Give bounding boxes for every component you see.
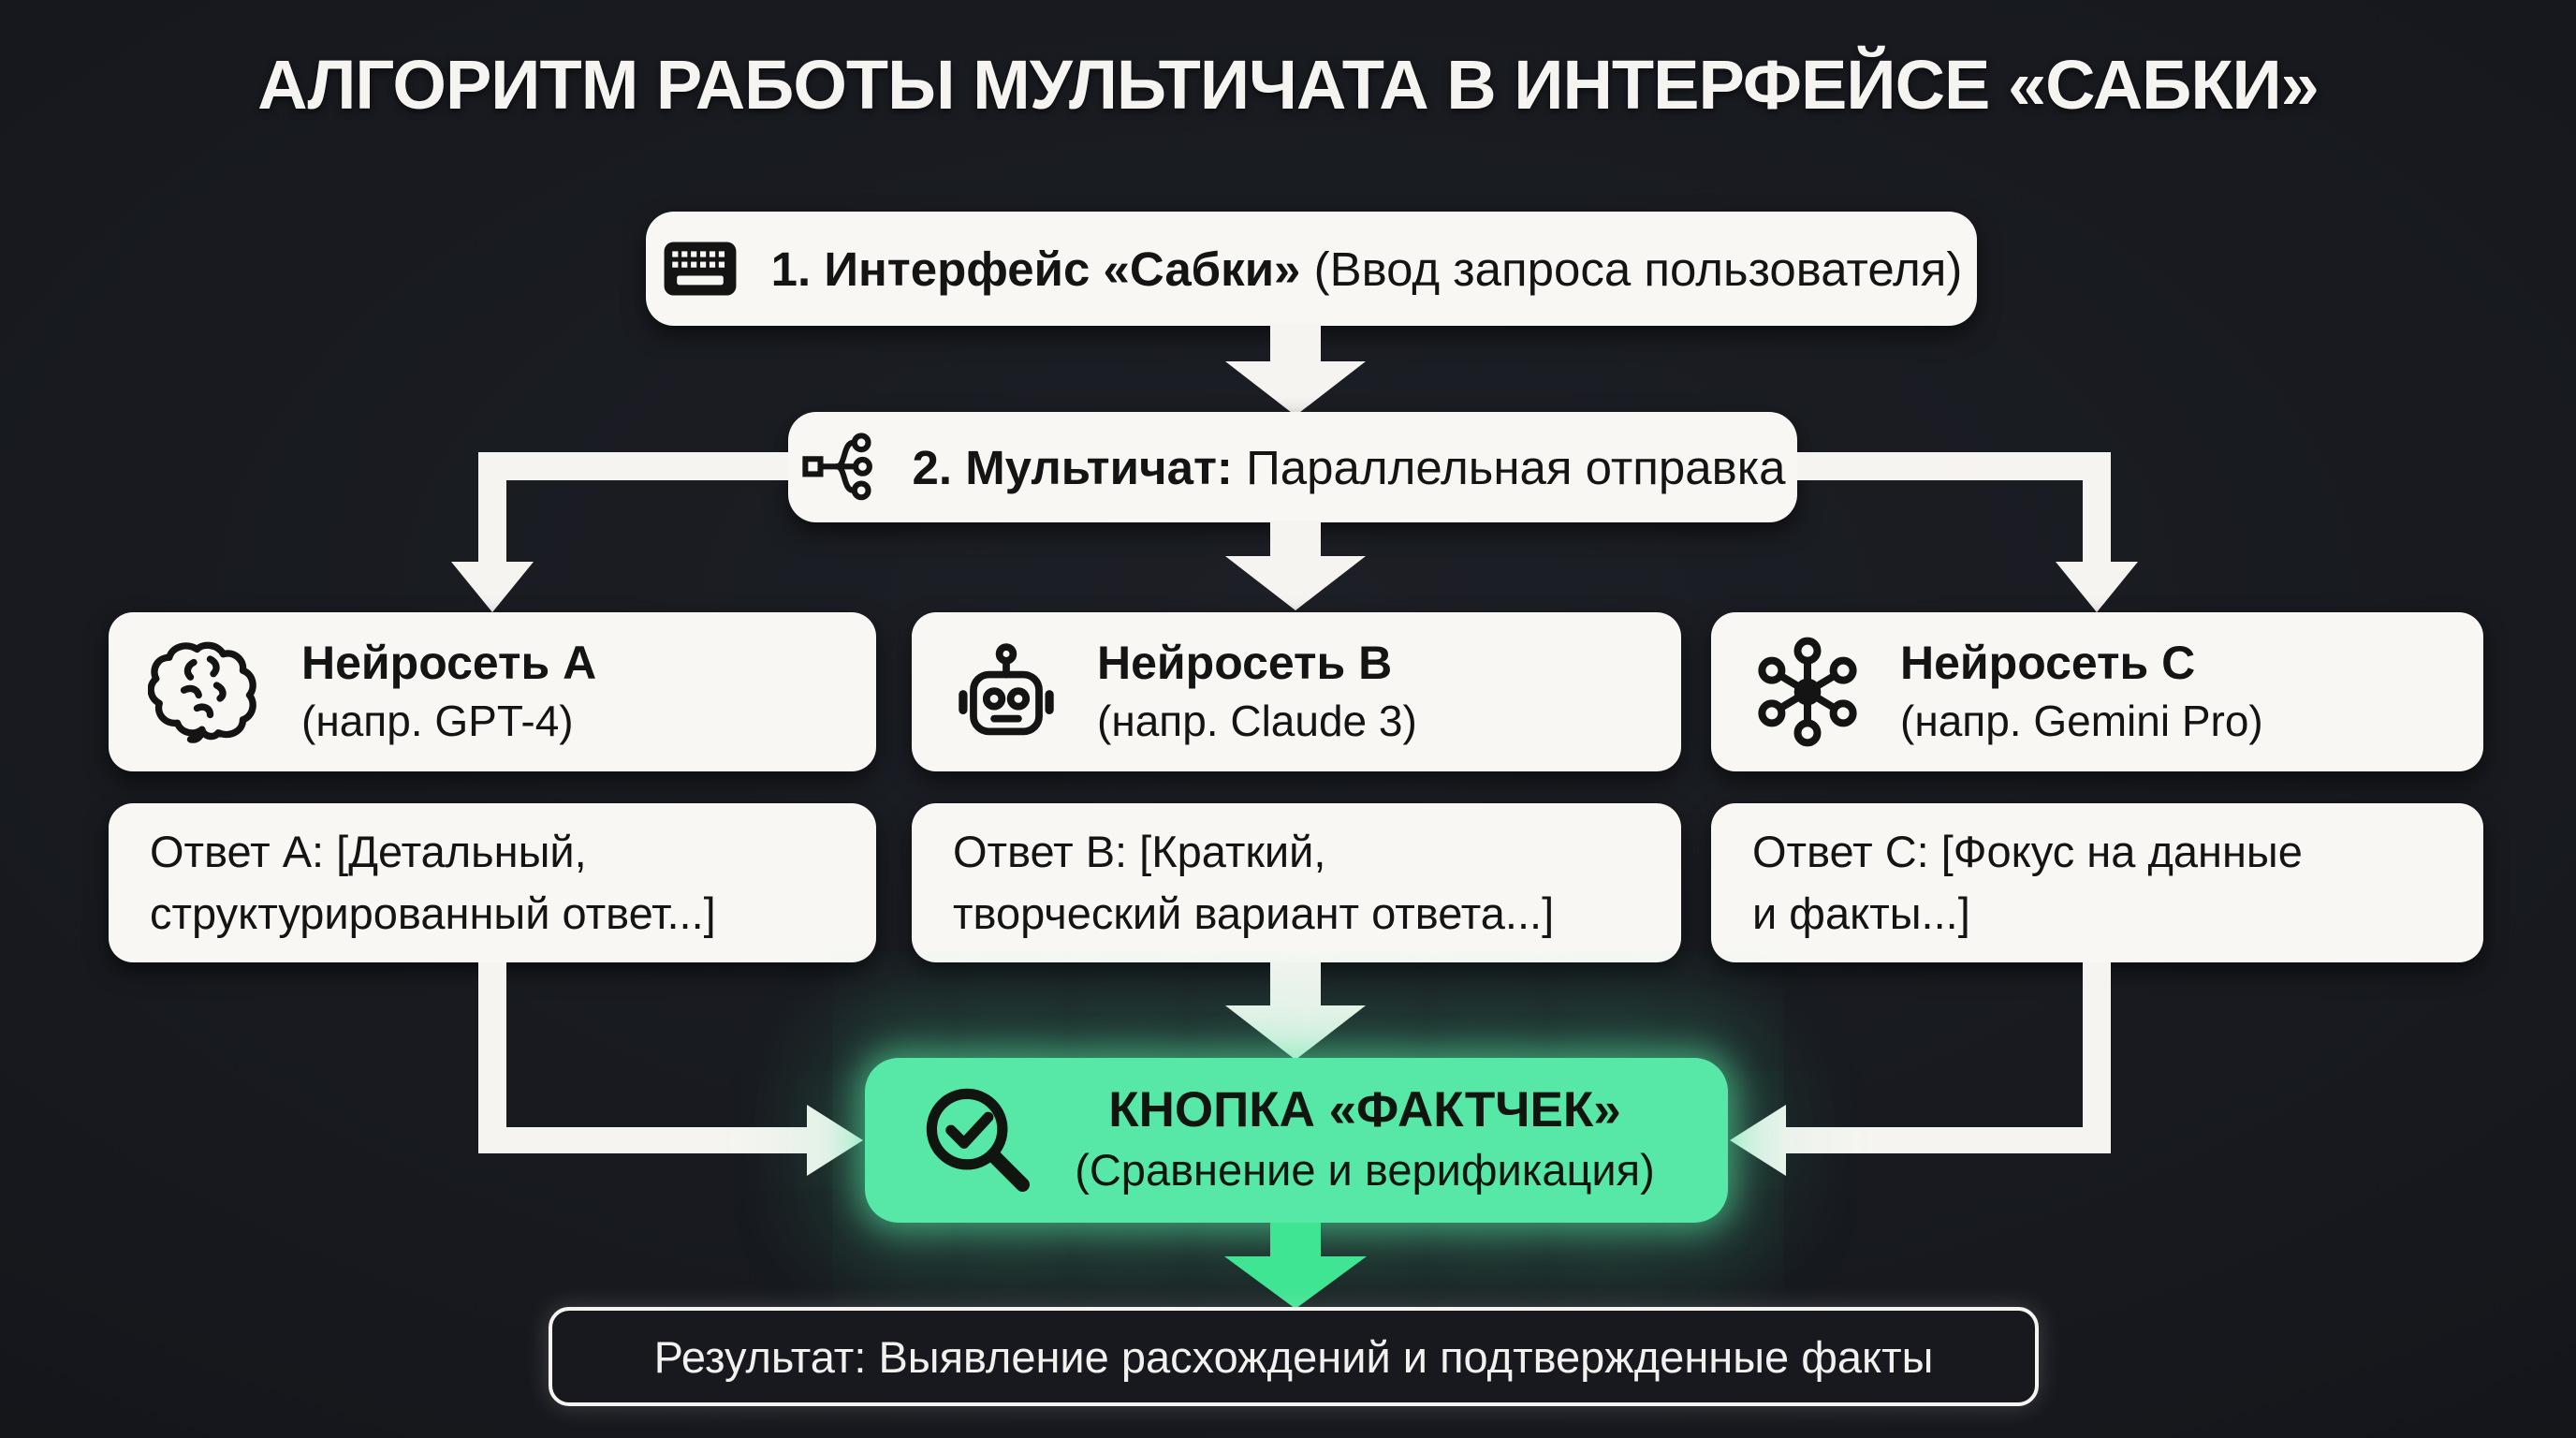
arrow-step2-modelA-vbar bbox=[478, 452, 506, 564]
arrow-step2-modelC-hbar bbox=[1797, 452, 2111, 480]
answer-c-node: Ответ C: [Фокус на данные и факты...] bbox=[1711, 803, 2483, 962]
step2-label: 2. Мультичат: Параллельная отправка bbox=[912, 440, 1786, 494]
model-b-name: Нейросеть B bbox=[1097, 637, 1393, 689]
model-a-name: Нейросеть A bbox=[301, 637, 597, 689]
step1-interface-node: 1. Интерфейс «Сабки» (Ввод запроса польз… bbox=[646, 212, 1977, 326]
arrow-step2-modelA-head bbox=[451, 562, 534, 612]
factcheck-title: КНОПКА «ФАКТЧЕК» bbox=[1108, 1082, 1621, 1137]
model-a-example: (напр. GPT-4) bbox=[301, 697, 574, 745]
arrow-step1-step2-head bbox=[1225, 361, 1366, 416]
model-b-node: Нейросеть B (напр. Claude 3) bbox=[912, 612, 1681, 771]
answer-b-text: Ответ B: [Краткий, творческий вариант от… bbox=[953, 827, 1555, 938]
robot-icon bbox=[959, 643, 1054, 736]
answer-c-text: Ответ C: [Фокус на данные и факты...] bbox=[1752, 827, 2303, 938]
arrow-step2-modelC-vbar bbox=[2083, 452, 2111, 564]
result-text: Результат: Выявление расхождений и подтв… bbox=[653, 1331, 1934, 1382]
model-c-example: (напр. Gemini Pro) bbox=[1900, 697, 2263, 745]
step2-multichat-node: 2. Мультичат: Параллельная отправка bbox=[788, 412, 1797, 522]
arrow-step1-step2-shaft bbox=[1270, 324, 1321, 363]
factcheck-subtitle: (Сравнение и верификация) bbox=[1075, 1145, 1655, 1195]
model-b-example: (напр. Claude 3) bbox=[1097, 697, 1417, 745]
step1-label: 1. Интерфейс «Сабки» (Ввод запроса польз… bbox=[770, 242, 1963, 296]
brain-icon bbox=[148, 641, 256, 743]
arrow-step2-modelB-head bbox=[1225, 556, 1366, 610]
arrow-factcheck-result-head bbox=[1224, 1256, 1367, 1309]
arrow-answerB-factcheck-shaft bbox=[1270, 962, 1321, 1007]
answer-a-text: Ответ A: [Детальный, структурированный о… bbox=[150, 827, 716, 938]
arrow-factcheck-result-shaft bbox=[1270, 1223, 1321, 1258]
page-title: АЛГОРИТМ РАБОТЫ МУЛЬТИЧАТА В ИНТЕРФЕЙСЕ … bbox=[257, 46, 2320, 124]
model-c-node: Нейросеть C (напр. Gemini Pro) bbox=[1711, 612, 2483, 771]
arrow-answerC-factcheck-head bbox=[1730, 1105, 1786, 1176]
arrow-answerA-factcheck-hbar bbox=[478, 1127, 807, 1153]
arrow-step2-modelC-head bbox=[2056, 562, 2138, 612]
factcheck-button[interactable]: КНОПКА «ФАКТЧЕК» (Сравнение и верификаци… bbox=[865, 1058, 1728, 1223]
model-b-text: Нейросеть B (напр. Claude 3) bbox=[1097, 634, 1417, 750]
keyboard-icon bbox=[664, 242, 737, 296]
arrow-answerA-factcheck-vbar bbox=[478, 962, 506, 1153]
answer-a-node: Ответ A: [Детальный, структурированный о… bbox=[109, 803, 876, 962]
arrow-answerA-factcheck-head bbox=[807, 1105, 863, 1176]
result-node: Результат: Выявление расхождений и подтв… bbox=[549, 1307, 2039, 1406]
network-icon bbox=[1758, 637, 1857, 747]
model-c-name: Нейросеть C bbox=[1900, 637, 2196, 689]
model-a-text: Нейросеть A (напр. GPT-4) bbox=[301, 634, 596, 750]
arrow-answerC-factcheck-hbar bbox=[1786, 1127, 2111, 1153]
model-a-node: Нейросеть A (напр. GPT-4) bbox=[109, 612, 876, 771]
factcheck-text: КНОПКА «ФАКТЧЕК» (Сравнение и верификаци… bbox=[1043, 1080, 1687, 1200]
arrow-answerB-factcheck-head bbox=[1225, 1005, 1366, 1060]
branch-icon bbox=[801, 433, 872, 501]
model-c-text: Нейросеть C (напр. Gemini Pro) bbox=[1900, 634, 2263, 750]
magnifier-check-icon bbox=[926, 1088, 1030, 1192]
arrow-step2-modelA-hbar bbox=[478, 452, 788, 480]
arrow-step2-modelB-shaft bbox=[1270, 521, 1321, 558]
answer-b-node: Ответ B: [Краткий, творческий вариант от… bbox=[912, 803, 1681, 962]
arrow-answerC-factcheck-vbar bbox=[2083, 962, 2111, 1153]
